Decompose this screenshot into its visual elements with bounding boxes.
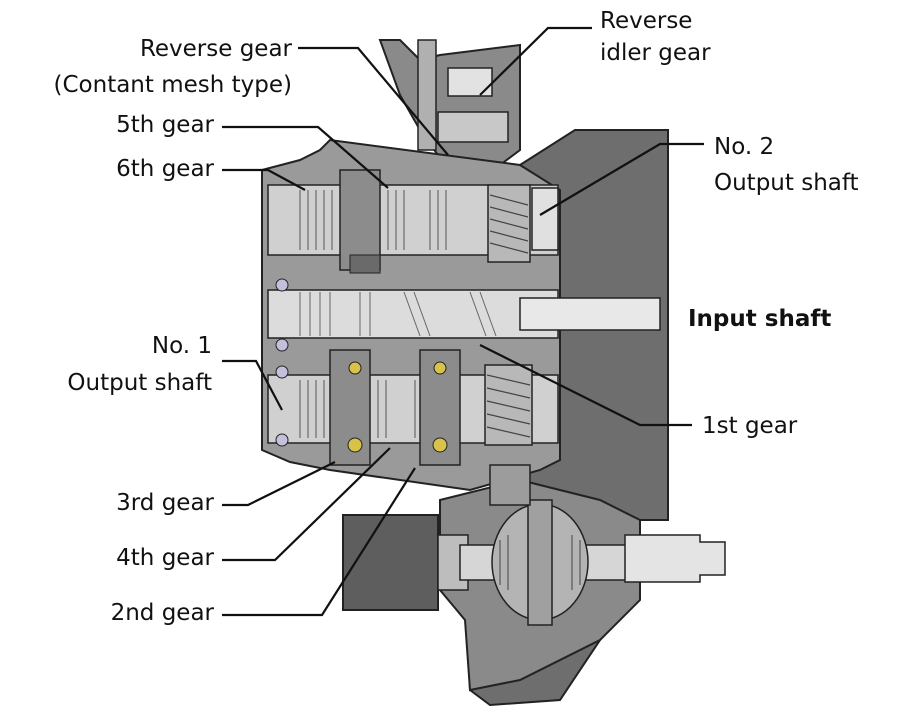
- ring-gear: [489, 464, 531, 506]
- synchro-5-6-hub: [349, 254, 381, 274]
- label-reverse-idler-gear-line1: Reverse: [600, 8, 692, 34]
- leader-reverse-gear: [298, 46, 449, 156]
- leader-no1-output-shaft: [222, 359, 283, 411]
- no2-shaft-bearing: [531, 187, 559, 251]
- label-5th-gear: 5th gear: [116, 112, 214, 138]
- reverse-idler-gear-body: [437, 111, 509, 143]
- input-shaft-body: [267, 289, 559, 339]
- transmission-illustration: [261, 39, 726, 707]
- labels: Reverse idler gear Reverse gear (Contant…: [54, 8, 859, 626]
- label-reverse-idler-gear-line2: idler gear: [600, 40, 711, 66]
- label-no1-output-shaft-line1: No. 1: [152, 333, 212, 359]
- label-no1-output-shaft-line2: Output shaft: [67, 370, 212, 396]
- differential-right-output: [624, 534, 726, 583]
- differential-left-flange: [342, 514, 439, 611]
- label-3rd-gear: 3rd gear: [116, 490, 214, 516]
- synchro-ring: [432, 437, 448, 453]
- input-shaft-gear-teeth: [299, 291, 497, 337]
- label-6th-gear: 6th gear: [116, 156, 214, 182]
- label-reverse-gear-line1: Reverse gear: [140, 36, 293, 62]
- differential-gear-teeth: [499, 535, 581, 590]
- no2-helical-teeth: [489, 194, 529, 254]
- leader-5th-gear: [222, 125, 389, 189]
- label-input-shaft: Input shaft: [688, 306, 831, 332]
- reverse-idler-bolt: [417, 39, 437, 151]
- label-reverse-gear-line2: (Contant mesh type): [54, 72, 292, 98]
- label-2nd-gear: 2nd gear: [111, 600, 215, 626]
- leader-1st-gear: [479, 344, 692, 427]
- reverse-idler-housing: [378, 39, 521, 166]
- leader-2nd-gear: [222, 467, 416, 617]
- label-4th-gear: 4th gear: [116, 545, 214, 571]
- synchro-ring: [348, 361, 362, 375]
- leader-no2-output-shaft: [539, 142, 704, 216]
- leader-lines: [222, 26, 704, 617]
- left-bearings: [275, 278, 289, 447]
- label-1st-gear: 1st gear: [702, 413, 798, 439]
- synchro-ring: [347, 437, 363, 453]
- no1-helical-teeth: [486, 374, 531, 438]
- leader-3rd-gear: [222, 461, 336, 507]
- leader-reverse-idler-gear: [479, 26, 592, 96]
- no1-helical-gear: [484, 364, 533, 446]
- differential-pinion: [527, 499, 553, 626]
- leader-6th-gear: [222, 168, 306, 191]
- label-no2-output-shaft-line2: Output shaft: [714, 170, 859, 196]
- leader-4th-gear: [222, 447, 391, 562]
- synchro-ring: [433, 361, 447, 375]
- input-shaft-spline: [519, 297, 661, 331]
- reverse-idler-shaft: [447, 67, 493, 97]
- synchro-5-6: [339, 169, 381, 271]
- label-no2-output-shaft-line1: No. 2: [714, 134, 774, 160]
